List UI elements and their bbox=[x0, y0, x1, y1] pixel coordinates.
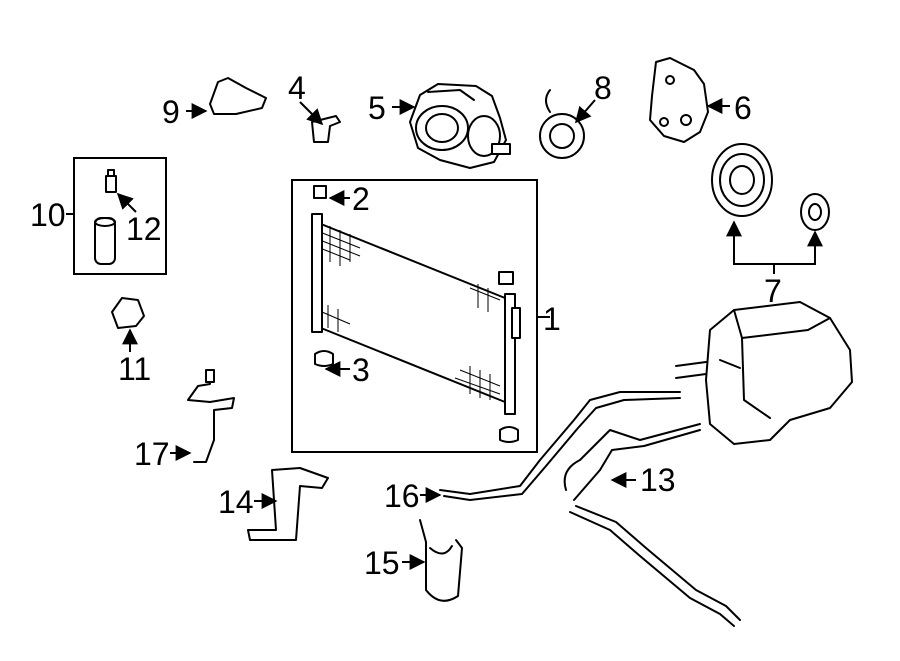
compressor bbox=[409, 83, 511, 169]
condenser-core bbox=[315, 221, 506, 403]
pressure-switch-11 bbox=[111, 297, 145, 329]
callout-6: 6 bbox=[734, 90, 752, 126]
liquid-line-16 bbox=[439, 391, 681, 495]
pipe-bracket-14 bbox=[247, 467, 329, 541]
discharge-hose bbox=[569, 511, 735, 627]
hose-17-fitting bbox=[205, 369, 215, 383]
discharge-hose-b bbox=[575, 505, 741, 621]
lower-bushing-3 bbox=[314, 350, 334, 367]
callout-15: 15 bbox=[364, 545, 400, 581]
condenser-fins bbox=[319, 226, 501, 400]
condenser-right-tank bbox=[504, 293, 516, 415]
callout-16: 16 bbox=[384, 478, 420, 514]
condenser-left-tank bbox=[311, 213, 323, 333]
mount-bracket-9 bbox=[209, 77, 267, 115]
callout-14: 14 bbox=[218, 484, 254, 520]
callout-7: 7 bbox=[764, 273, 782, 309]
callout-17: 17 bbox=[134, 436, 170, 472]
receiver-drier bbox=[94, 217, 116, 265]
condenser-assembly bbox=[291, 179, 538, 453]
callout-9: 9 bbox=[162, 94, 180, 130]
evaporator-case bbox=[675, 301, 853, 445]
drier-kit-box bbox=[73, 157, 167, 275]
receiver-pipe bbox=[511, 307, 521, 339]
callout-12: 12 bbox=[126, 211, 162, 247]
clutch-coil bbox=[539, 89, 585, 159]
callout-labels: 1 2 3 4 5 6 7 8 9 10 11 12 13 14 15 16 1… bbox=[30, 70, 782, 581]
pressure-switch-12 bbox=[105, 169, 117, 193]
compressor-bracket bbox=[649, 57, 709, 143]
callout-4: 4 bbox=[288, 70, 306, 106]
callout-1: 1 bbox=[543, 301, 561, 337]
upper-bushing-2 bbox=[313, 185, 327, 199]
callout-2: 2 bbox=[352, 181, 370, 217]
callout-8: 8 bbox=[594, 70, 612, 106]
liquid-line-16-b bbox=[443, 397, 681, 501]
upper-bushing-right bbox=[498, 271, 514, 285]
lower-bushing-right bbox=[499, 426, 519, 443]
suction-line-13-b bbox=[573, 429, 701, 501]
callout-11: 11 bbox=[118, 351, 151, 387]
callout-3: 3 bbox=[352, 352, 370, 388]
callout-5: 5 bbox=[368, 90, 386, 126]
hose-15 bbox=[419, 519, 463, 602]
suction-line-13 bbox=[563, 423, 701, 491]
leader-lines bbox=[66, 98, 823, 570]
clutch-pulley bbox=[711, 143, 830, 231]
callout-13: 13 bbox=[640, 462, 676, 498]
hose-17 bbox=[187, 371, 235, 463]
callout-10: 10 bbox=[30, 197, 66, 233]
hose-15-inner bbox=[429, 545, 453, 555]
small-bracket-4 bbox=[311, 115, 341, 143]
